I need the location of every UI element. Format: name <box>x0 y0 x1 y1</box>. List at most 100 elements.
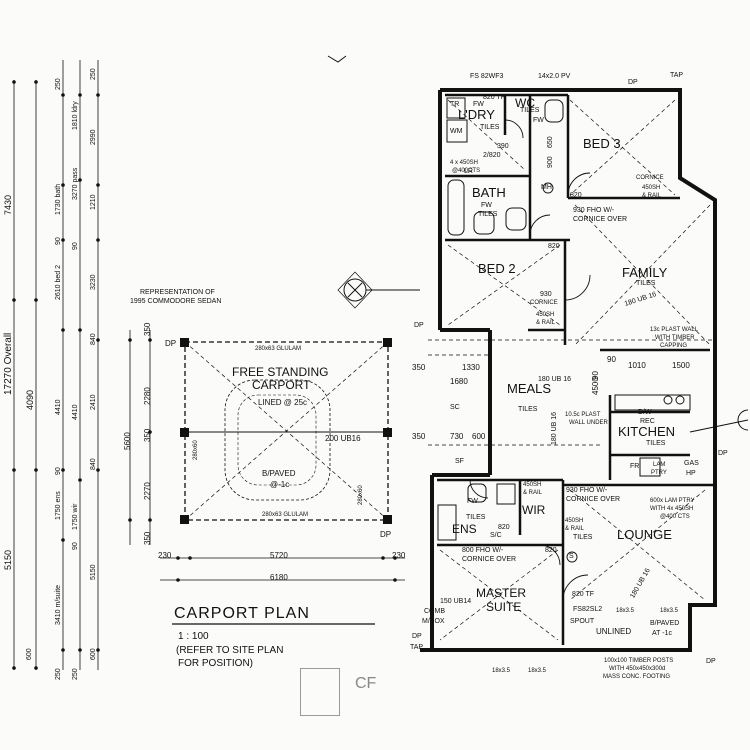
carport-posts <box>180 338 392 524</box>
dim-kitchen-90b: 90 <box>591 371 600 380</box>
carport-dim-230-r: 230 <box>392 551 406 560</box>
note-lam-1: 600x LAM PTRY <box>650 498 695 504</box>
note-spout: SPOUT <box>570 618 595 625</box>
fixture-tr: TR <box>450 101 460 108</box>
room-bed3: BED 3 <box>583 136 621 151</box>
carport-glulam-top: 280x63 GLULAM <box>255 346 302 352</box>
note-rail-wir: 450SH <box>523 482 542 488</box>
note-rail-wir-b: & RAIL <box>523 490 543 496</box>
carport-downpipe: DP <box>165 339 177 348</box>
dim-90-c: 90 <box>55 467 62 475</box>
fixture-mbox: M/BOX <box>422 618 445 625</box>
finish-family: TILES <box>636 280 656 287</box>
finish-paved: B/PAVED <box>650 620 680 627</box>
room-laundry: L'DRY <box>458 107 495 122</box>
note-fho-1: 930 FHO W/- <box>573 207 615 214</box>
note-820-b: 820 <box>548 243 560 250</box>
note-plast-4: 10.5c PLAST <box>565 412 601 418</box>
dim-7430: 7430 <box>3 194 13 215</box>
dim-2410: 2410 <box>90 394 97 410</box>
north-arrow <box>327 55 347 63</box>
room-wir: WIR <box>522 503 546 517</box>
fixture-dw: D/W <box>638 409 652 416</box>
house-outer-walls <box>420 88 717 652</box>
dim-kitchen-90: 90 <box>607 355 616 364</box>
note-rail-master: 450SH <box>565 518 584 524</box>
carport-side-right: 280x60 <box>358 485 364 505</box>
dim-meals-730: 730 <box>450 432 464 441</box>
fixture-tap: TAP <box>410 644 424 651</box>
left-dimension-ticks <box>12 80 100 670</box>
dim-840-a: 840 <box>90 333 97 345</box>
carport-dim-5600: 5600 <box>123 432 132 450</box>
room-kitchen: KITCHEN <box>618 424 676 439</box>
dim-90-a: 90 <box>55 237 62 245</box>
carport-car-note: REPRESENTATION OF <box>140 289 215 296</box>
note-390: 390 <box>497 143 509 150</box>
note-fho-2b: CORNICE OVER <box>566 496 621 503</box>
fixture-mh: MH <box>541 184 552 191</box>
note-fs-bottom: FS82SL2 <box>573 606 603 613</box>
dim-250-d: 250 <box>72 668 79 680</box>
fixture-outlines <box>437 97 691 541</box>
note-posts-2: WITH 450x450x300d <box>609 666 666 672</box>
fixture-fw: FW <box>473 101 484 108</box>
note-plast-1: 13c PLAST WALL <box>650 327 699 333</box>
fixture-rec: REC <box>640 418 655 425</box>
room-lounge: LOUNGE <box>617 527 672 542</box>
dim-msuite: 3410 m/suite <box>55 584 62 625</box>
finish-bath: TILES <box>478 211 498 218</box>
finish-laundry: TILES <box>480 124 500 131</box>
dim-meals-1330: 1330 <box>462 363 480 372</box>
plan-title: CARPORT PLAN <box>174 605 310 622</box>
fixture-dp-corner: DP <box>706 658 716 665</box>
room-master: MASTER <box>476 586 527 600</box>
room-ens: ENS <box>452 522 477 536</box>
dim-bath: 1730 bath <box>55 183 62 215</box>
note-450sh: 4 x 450SH <box>450 160 479 166</box>
fixture-lr: LR <box>464 168 473 175</box>
plan-site-ref: (REFER TO SITE PLAN <box>176 645 284 656</box>
fixture-dp-left: DP <box>414 322 424 329</box>
carport-dimension-lines <box>129 330 405 581</box>
note-820-d: 820 <box>545 547 557 554</box>
carport-car-note-2: 1995 COMMODORE SEDAN <box>130 298 222 305</box>
stamp-box <box>300 668 340 716</box>
dim-pass: 3270 pass <box>72 167 79 200</box>
room-family: FAMILY <box>622 265 668 280</box>
note-header-1: 18x3.5 <box>616 608 635 614</box>
carport-structure <box>184 341 389 521</box>
carport-lining: LINED @ 25c <box>258 398 308 407</box>
dim-250-b: 250 <box>90 68 97 80</box>
fixture-dp-right: DP <box>718 450 728 457</box>
dim-ldry: 1810 ldry <box>72 101 79 130</box>
door-swings <box>469 119 591 601</box>
fixture-comb: COMB <box>424 608 445 615</box>
dim-meals-350b: 350 <box>412 432 426 441</box>
dim-1210: 1210 <box>90 194 97 210</box>
carport-paving-level: @-1c <box>270 480 290 489</box>
note-650: 650 <box>547 136 554 148</box>
dim-bed2: 2610 bed 2 <box>55 264 62 300</box>
house-internal-walls <box>437 93 715 645</box>
note-fho-3b: CORNICE OVER <box>462 556 517 563</box>
stamp-fragment: CF <box>355 675 377 692</box>
plan-site-ref-2: FOR POSITION) <box>178 658 253 669</box>
note-900: 900 <box>547 156 554 168</box>
note-rail-bed3-b: & RAIL <box>642 193 662 199</box>
finish-unlined: UNLINED <box>596 627 632 636</box>
section-marker-right <box>689 409 749 433</box>
note-ub-1: 180 UB 16 <box>538 376 572 383</box>
fixture-fw-bath: FW <box>481 202 492 209</box>
fixture-tap-top: TAP <box>670 72 684 79</box>
note-820tf: 820 TF <box>483 94 506 101</box>
fixture-fw-wc: FW <box>533 117 544 124</box>
note-fho-2: 930 FHO W/- <box>566 487 608 494</box>
note-fho-3: 800 FHO W/- <box>462 547 504 554</box>
fixture-sc: S/C <box>490 532 502 539</box>
carport-title: FREE STANDING <box>232 365 329 379</box>
dim-90-d: 90 <box>72 542 79 550</box>
carport-dim-350-c: 350 <box>143 531 152 545</box>
